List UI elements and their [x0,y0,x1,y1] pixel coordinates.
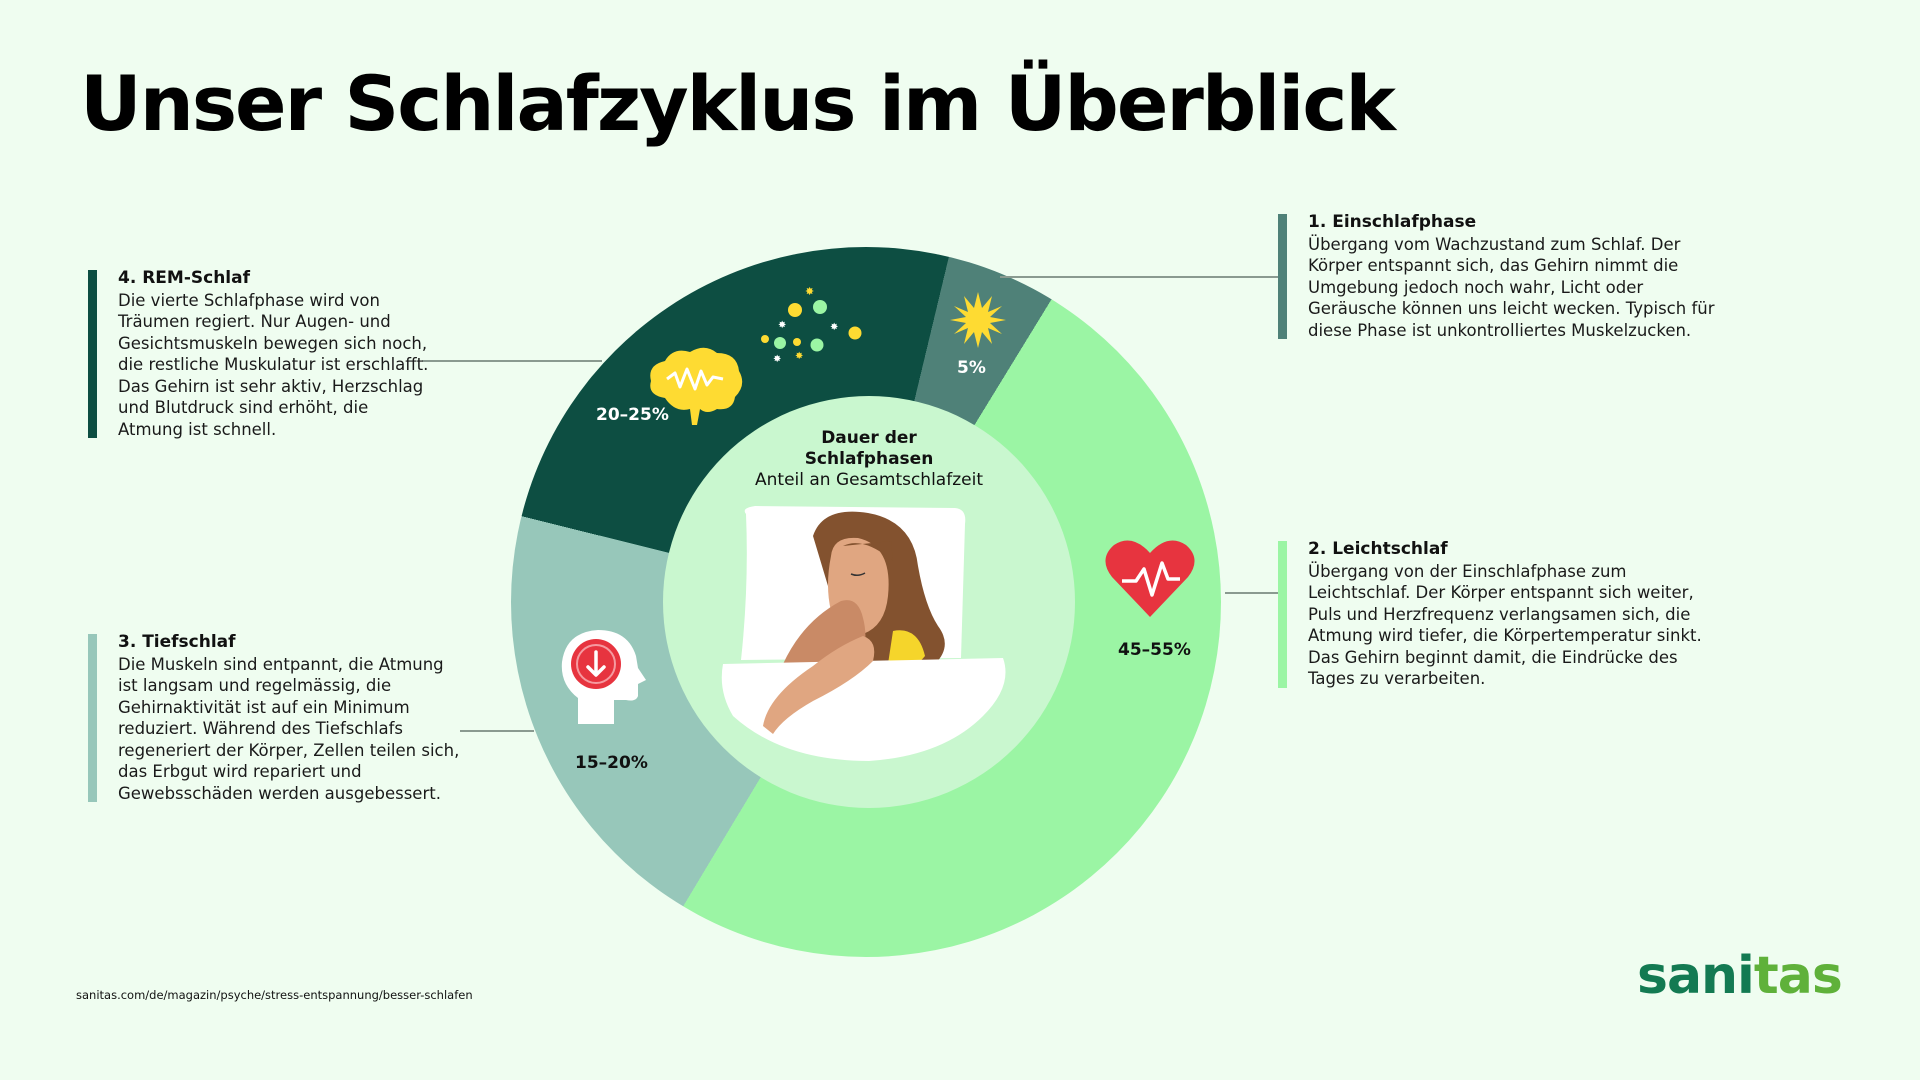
share-label-einschlafphase: 5% [957,358,986,378]
connector-tiefschlaf [460,730,534,732]
phase-color-bar [88,634,97,802]
phase-text: Die vierte Schlafphase wird von Träumen … [118,290,429,439]
phase-text: Übergang von der Einschlafphase zum Leic… [1308,561,1702,689]
phase-text: Übergang vom Wachzustand zum Schlaf. Der… [1308,234,1715,340]
share-label-rem-schlaf: 20–25% [596,405,669,425]
center-label: Dauer der Schlafphasen Anteil an Gesamts… [663,428,1075,491]
svg-text:✸: ✸ [778,320,786,331]
phase-einschlafphase: 1. Einschlafphase Übergang vom Wachzusta… [1278,212,1728,341]
svg-text:✸: ✸ [773,354,781,365]
phase-color-bar [88,270,97,438]
connector-einschlafphase [1000,276,1278,278]
svg-text:✸: ✸ [830,322,838,333]
dream-dots-icon: ✸ ✸ ✸ ✸ ✸ [761,285,862,365]
brain-wave-icon [650,347,743,425]
center-title-line1: Dauer der [821,428,917,448]
phase-title: 1. Einschlafphase [1308,212,1477,232]
phase-title: 2. Leichtschlaf [1308,539,1448,559]
center-subtitle: Anteil an Gesamtschlafzeit [755,470,983,490]
phase-rem-schlaf: 4. REM-Schlaf Die vierte Schlafphase wir… [88,268,438,440]
connector-rem-schlaf [422,360,602,362]
phase-tiefschlaf: 3. Tiefschlaf Die Muskeln sind entpannt,… [88,632,463,804]
phase-title: 3. Tiefschlaf [118,632,236,652]
heart-pulse-icon [1105,540,1195,617]
phase-color-bar [1278,541,1287,688]
phase-text: Die Muskeln sind entpannt, die Atmung is… [118,654,460,803]
sanitas-logo: sanitas [1637,950,1843,1002]
donut-center: Dauer der Schlafphasen Anteil an Gesamts… [663,396,1075,808]
logo-part-2: tas [1753,946,1843,1006]
sleeping-woman-illustration [721,506,1006,761]
center-title-line2: Schlafphasen [804,449,934,469]
head-down-arrow-icon [561,630,646,724]
source-link[interactable]: sanitas.com/de/magazin/psyche/stress-ent… [76,988,473,1002]
svg-text:✸: ✸ [795,351,803,362]
phase-title: 4. REM-Schlaf [118,268,250,288]
logo-part-1: sani [1637,946,1755,1006]
share-label-tiefschlaf: 15–20% [575,753,648,773]
phase-color-bar [1278,214,1287,339]
sun-icon [950,292,1006,348]
share-label-leichtschlaf: 45–55% [1118,640,1191,660]
connector-leichtschlaf [1225,592,1278,594]
phase-leichtschlaf: 2. Leichtschlaf Übergang von der Einschl… [1278,539,1728,690]
svg-text:✸: ✸ [805,285,814,298]
page-title: Unser Schlafzyklus im Überblick [80,59,1396,148]
